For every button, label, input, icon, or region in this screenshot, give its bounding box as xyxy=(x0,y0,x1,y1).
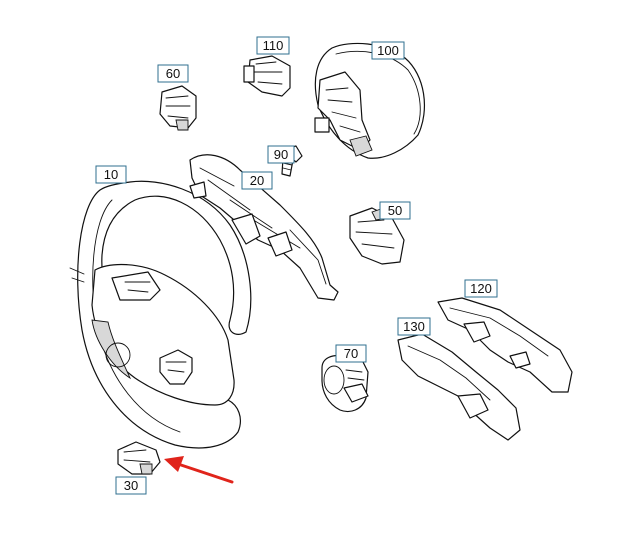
callout-60-label: 60 xyxy=(166,66,180,81)
callout-20: 20 xyxy=(241,171,273,190)
callout-90-label: 90 xyxy=(274,147,288,162)
red-arrow-icon xyxy=(164,456,234,484)
callout-110: 110 xyxy=(256,36,290,55)
callout-70: 70 xyxy=(335,344,367,363)
callout-130-label: 130 xyxy=(403,319,425,334)
callout-90: 90 xyxy=(267,145,295,164)
callout-110-label: 110 xyxy=(263,38,284,53)
callout-120-label: 120 xyxy=(470,281,492,296)
airbag-module-part-100 xyxy=(314,42,425,159)
callout-50: 50 xyxy=(379,201,411,220)
paddle-right-part-120 xyxy=(437,297,573,393)
callout-50-label: 50 xyxy=(388,203,402,218)
callout-70-label: 70 xyxy=(344,346,358,361)
clip-part-60 xyxy=(159,85,197,131)
actuator-part-70 xyxy=(321,354,369,413)
callout-20-label: 20 xyxy=(250,173,264,188)
clip-part-30 xyxy=(117,441,161,475)
switch-part-110 xyxy=(243,55,291,97)
callout-100-label: 100 xyxy=(377,43,399,58)
steering-wheel-part-10 xyxy=(69,180,252,449)
paddle-left-part-130 xyxy=(397,333,521,441)
callout-10: 10 xyxy=(95,165,127,184)
callout-120: 120 xyxy=(464,279,498,298)
callout-100: 100 xyxy=(371,41,405,60)
callout-60: 60 xyxy=(157,64,189,83)
callout-130: 130 xyxy=(397,317,431,336)
callout-30: 30 xyxy=(115,476,147,495)
frame-part-20 xyxy=(189,154,339,301)
callout-30-label: 30 xyxy=(124,478,138,493)
callout-10-label: 10 xyxy=(104,167,118,182)
